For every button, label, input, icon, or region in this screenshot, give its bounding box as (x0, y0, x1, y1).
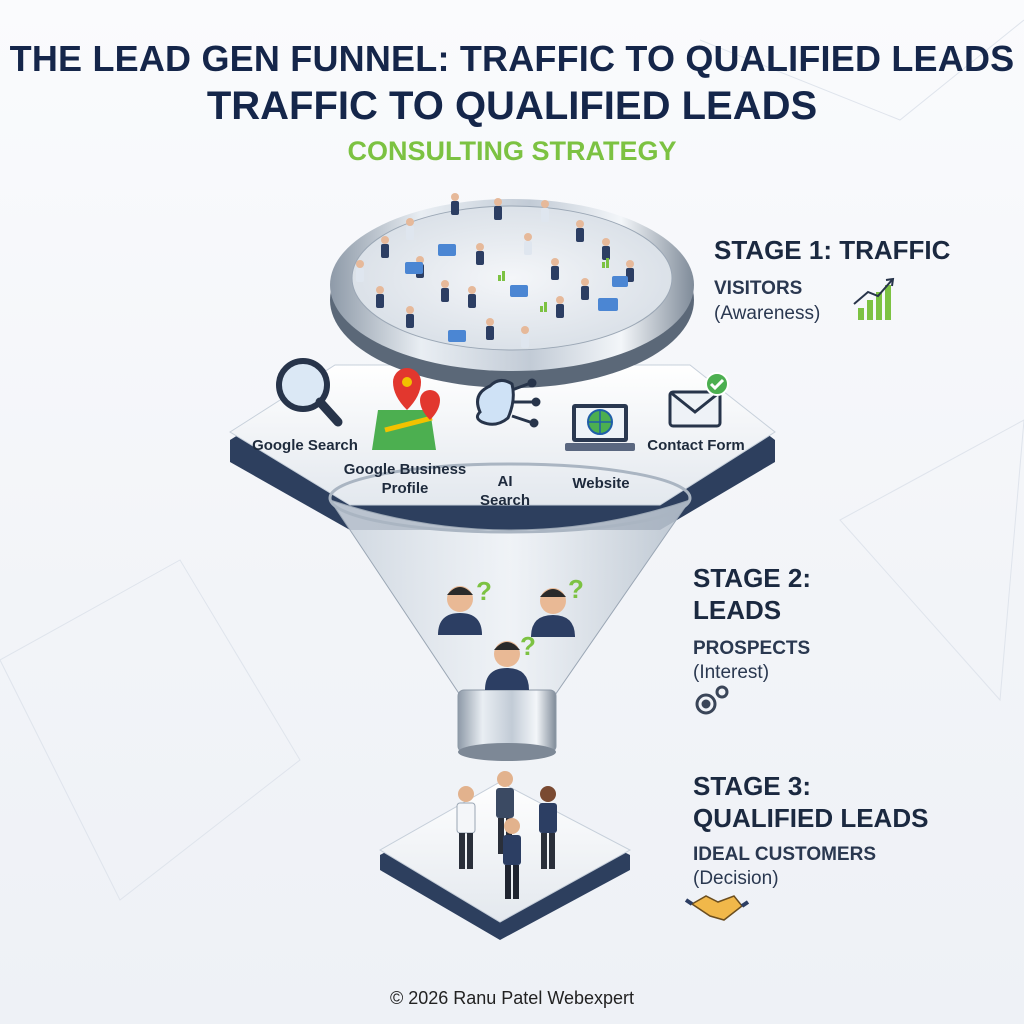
title-line-2: TRAFFIC TO QUALIFIED LEADS (206, 84, 818, 128)
growth-chart-icon (853, 277, 895, 320)
visitor-crowd (356, 193, 634, 348)
svg-text:?: ? (520, 631, 536, 661)
stage-3-keyword: IDEAL CUSTOMERS (693, 844, 876, 865)
source-label-ai-line2: Search (479, 492, 531, 509)
background-pattern (0, 19, 1024, 901)
source-label-gbp-line2: Profile (381, 480, 429, 497)
stage-2-heading-line2: LEADS (693, 595, 782, 625)
magnifier-icon (276, 358, 343, 427)
envelope-check-icon (668, 372, 729, 428)
funnel-cone (328, 462, 692, 761)
stage-3-phase: (Decision) (693, 868, 779, 889)
copyright-footer: © 2026 Ranu Patel Webexpert (389, 988, 635, 1008)
qualified-leads-figures (456, 771, 557, 899)
title-line-1: THE LEAD GEN FUNNEL: TRAFFIC TO QUALIFIE… (9, 38, 1015, 79)
stage-1-heading: STAGE 1: TRAFFIC (714, 235, 951, 265)
stage-2-phase: (Interest) (693, 662, 770, 683)
stage-1-phase: (Awareness) (714, 303, 821, 324)
stage-3-heading-line2: QUALIFIED LEADS (693, 803, 929, 833)
question-marks: ??? (476, 574, 584, 661)
stage-2-block: STAGE 2: LEADS PROSPECTS (Interest) (693, 562, 811, 684)
gears-icon (695, 685, 729, 715)
subtitle: CONSULTING STRATEGY (347, 136, 677, 166)
laptop-globe-icon (565, 404, 635, 451)
source-label-gbp-line1: Google Business (343, 461, 467, 478)
ai-brain-icon (475, 378, 541, 428)
source-label-contact-form: Contact Form (647, 437, 745, 454)
svg-text:?: ? (568, 574, 584, 604)
stage-2-heading-line1: STAGE 2: (693, 563, 811, 593)
stage-3-block: STAGE 3: QUALIFIED LEADS IDEAL CUSTOMERS… (693, 770, 928, 890)
sources-platform (229, 364, 776, 530)
stage-2-keyword: PROSPECTS (693, 638, 811, 659)
stage-3-heading-line1: STAGE 3: (693, 771, 811, 801)
handshake-icon (684, 895, 750, 921)
source-label-google-search: Google Search (252, 437, 358, 454)
stage-1-block: STAGE 1: TRAFFIC VISITORS (Awareness) (714, 234, 950, 325)
source-label-ai-line1: AI (497, 473, 513, 490)
source-label-website: Website (572, 475, 630, 492)
source-label-google-business-profile: Google Business Profile (338, 460, 472, 498)
svg-text:?: ? (476, 576, 492, 606)
stage-1-keyword: VISITORS (714, 278, 803, 299)
prospect-figures (438, 586, 575, 690)
map-pin-icon (372, 368, 440, 450)
source-label-ai-search: AI Search (470, 472, 540, 510)
